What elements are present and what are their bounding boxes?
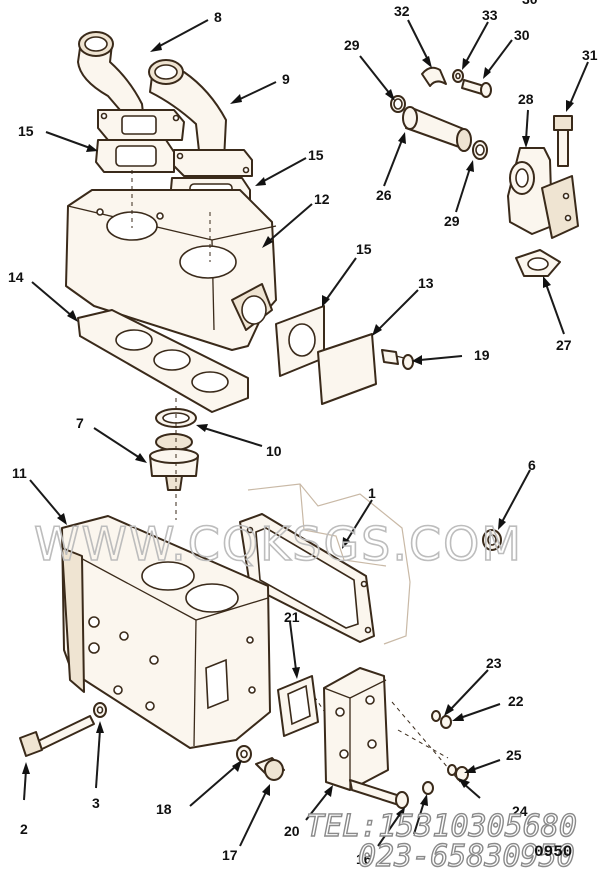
callout-10: 10	[266, 443, 282, 459]
callout-28: 28	[518, 91, 534, 107]
part-17-plug	[255, 757, 285, 781]
callout-32: 32	[394, 3, 410, 19]
callout-labels: 1 2 3 6 7 8 9 10 11 12 13 14 15 15 15 16…	[8, 0, 598, 867]
contact-phone: 023-65830950	[358, 839, 575, 869]
callout-20: 20	[284, 823, 300, 839]
callout-33: 33	[482, 7, 498, 23]
callout-17: 17	[222, 847, 238, 863]
callout-29-a: 29	[344, 37, 360, 53]
callout-25: 25	[506, 747, 522, 763]
part-3-washer	[93, 702, 107, 718]
callout-2: 2	[20, 821, 28, 837]
part-18-washer	[236, 745, 252, 763]
callout-23: 23	[486, 655, 502, 671]
part-33-washer	[452, 69, 464, 83]
part-6-plug	[482, 529, 502, 551]
part-32-clip	[421, 66, 447, 87]
part-14-gasket	[77, 309, 249, 413]
callout-21: 21	[284, 609, 300, 625]
leader-lines	[22, 19, 589, 847]
callout-30-b: 30	[522, 0, 538, 7]
part-29-o-ring-right	[472, 140, 488, 160]
part-7-thermostat	[149, 433, 199, 491]
watermark-text: WWW.CQKSGS.COM	[34, 517, 523, 571]
callout-15-a: 15	[18, 123, 34, 139]
callout-18: 18	[156, 801, 172, 817]
callout-3: 3	[92, 795, 100, 811]
engine-outline-ghost	[247, 483, 411, 645]
callout-29-b: 29	[444, 213, 460, 229]
part-31-bolt	[553, 115, 573, 167]
part-23-washer	[431, 710, 441, 722]
callout-1: 1	[368, 485, 376, 501]
part-22-screw	[440, 715, 452, 729]
callout-9: 9	[282, 71, 290, 87]
callout-19: 19	[474, 347, 490, 363]
callout-24: 24	[512, 803, 528, 819]
callout-12: 12	[314, 191, 330, 207]
part-13-cover-plate	[317, 333, 377, 405]
callout-15-c: 15	[356, 241, 372, 257]
part-21-gasket	[277, 675, 319, 737]
callout-16: 16	[356, 851, 372, 867]
part-26-tube	[402, 106, 472, 152]
callout-11: 11	[12, 465, 27, 481]
part-16-bolt	[349, 779, 409, 809]
part-8-elbow	[77, 31, 185, 141]
callout-31: 31	[582, 47, 598, 63]
part-30-bolt	[461, 79, 492, 98]
part-12-upper-housing	[65, 189, 277, 351]
part-11-lower-housing	[61, 515, 271, 749]
callout-26: 26	[376, 187, 392, 203]
part-27-gasket	[515, 249, 561, 277]
callout-22: 22	[508, 693, 524, 709]
part-1-gasket	[239, 513, 375, 643]
callout-7: 7	[76, 415, 84, 431]
part-20-cover-block	[323, 667, 389, 791]
part-15-gasket-side	[275, 305, 325, 377]
part-2-bolt	[19, 715, 95, 757]
callout-6: 6	[528, 457, 536, 473]
part-16-washer	[422, 781, 434, 795]
callout-30-a: 30	[514, 27, 530, 43]
callout-14: 14	[8, 269, 24, 285]
callout-13: 13	[418, 275, 434, 291]
part-25-washer	[447, 764, 457, 776]
part-19-bolt	[381, 349, 414, 370]
callout-8: 8	[214, 9, 222, 25]
callout-27: 27	[556, 337, 572, 353]
part-15-gasket-left	[95, 139, 175, 173]
callout-15-b: 15	[308, 147, 324, 163]
figure-code: 0950	[534, 843, 572, 861]
part-24-plug	[455, 766, 469, 782]
contact-tel: TEL:15310305680	[306, 809, 577, 844]
part-28-outlet-connection	[507, 147, 579, 239]
